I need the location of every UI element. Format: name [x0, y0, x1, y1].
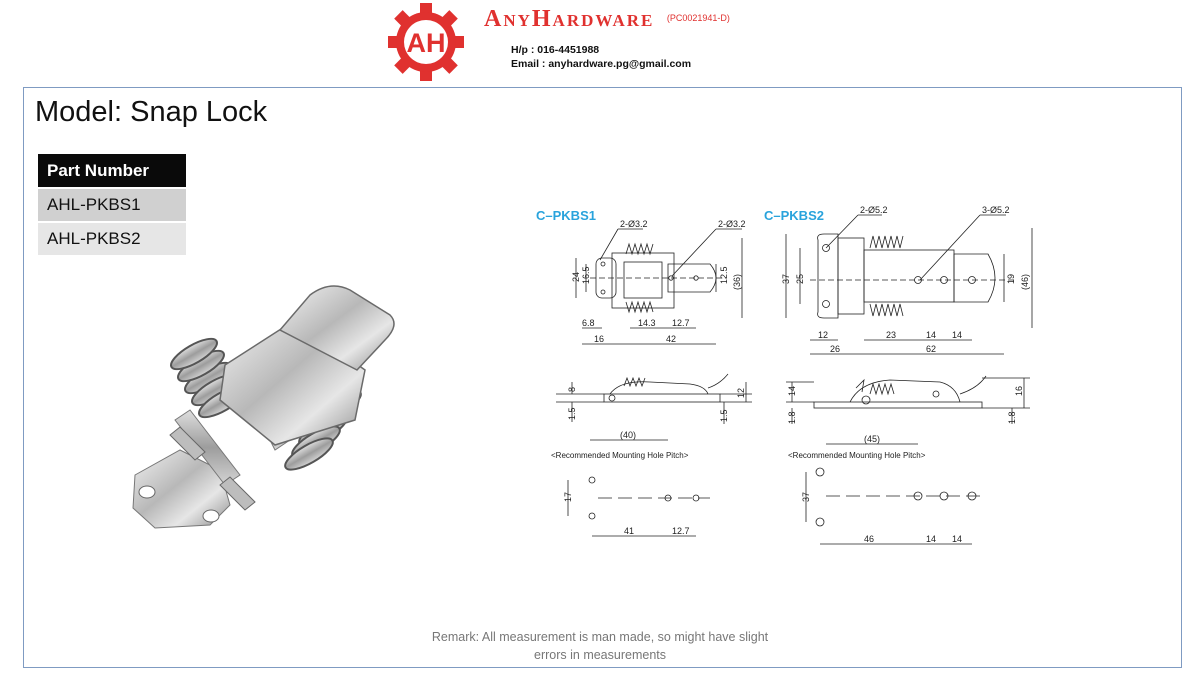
dim-label: 8 — [567, 387, 577, 392]
remark-line: Remark: All measurement is man made, so … — [431, 630, 769, 644]
dim-label: 1.8 — [1007, 411, 1017, 424]
email-address: Email : anyhardware.pg@gmail.com — [511, 58, 692, 70]
mounting-title: <Recommended Mounting Hole Pitch> — [788, 451, 926, 460]
part-number-row: AHL-PKBS2 — [38, 223, 186, 255]
dim-label: 14 — [926, 534, 936, 544]
dim-label: 14 — [926, 330, 936, 340]
dim-label: 25 — [795, 274, 805, 284]
contact-info: H/p : 016-4451988 Email : anyhardware.pg… — [511, 43, 691, 71]
dim-label: 37 — [801, 492, 811, 502]
mounting-title: <Recommended Mounting Hole Pitch> — [551, 451, 689, 460]
dim-label: 14 — [952, 330, 962, 340]
remark-line: errors in measurements — [534, 648, 666, 662]
logo-text: AH — [407, 28, 446, 58]
dim-label: 62 — [926, 344, 936, 354]
drawing-pkbs2: C–PKBS2 2-Ø5.2 3-Ø5.2 37 25 19 (46) 12 2… — [764, 205, 1033, 545]
dim-label: 14.3 — [638, 318, 656, 328]
snap-lock-photo — [132, 285, 395, 529]
pkbs1-label: C–PKBS1 — [536, 208, 596, 223]
model-title: Model: Snap Lock — [35, 96, 268, 128]
brand-name: AnyHardware — [484, 6, 655, 32]
dim-label: (46) — [1020, 274, 1030, 290]
dim-label: 46 — [864, 534, 874, 544]
dim-label: 2-Ø5.2 — [860, 205, 888, 215]
dim-label: 42 — [666, 334, 676, 344]
dim-label: 16.5 — [581, 266, 591, 284]
dim-label: 37 — [781, 274, 791, 284]
dim-label: 1.5 — [719, 409, 729, 422]
page-header: AH AnyHardware (PC0021941-D) H/p : 016-4… — [0, 0, 1200, 81]
remark-note: Remark: All measurement is man made, so … — [405, 628, 795, 664]
dim-label: 2-Ø3.2 — [718, 219, 746, 229]
dim-label: 12.7 — [672, 318, 690, 328]
dim-label: 3-Ø5.2 — [982, 205, 1010, 215]
dim-label: 12.5 — [719, 266, 729, 284]
pkbs2-label: C–PKBS2 — [764, 208, 824, 223]
company-logo: AH — [388, 3, 464, 81]
dim-label: 1.5 — [567, 407, 577, 420]
registration-number: (PC0021941-D) — [666, 13, 730, 23]
dim-label: (36) — [732, 274, 742, 290]
part-number-table: Part Number AHL-PKBS1 AHL-PKBS2 — [38, 152, 186, 257]
dim-label: 2-Ø3.2 — [620, 219, 648, 229]
dim-label: 16 — [1014, 386, 1024, 396]
content-frame — [23, 87, 1182, 668]
dim-label: 41 — [624, 526, 634, 536]
drawing-pkbs1: C–PKBS1 2-Ø3.2 2-Ø3.2 24 16.5 12.5 (36) … — [536, 208, 752, 537]
dim-label: 6.8 — [582, 318, 595, 328]
part-number-header: Part Number — [38, 154, 186, 187]
dim-label: 12 — [736, 388, 746, 398]
dim-label: 17 — [563, 492, 573, 502]
dim-label: (45) — [864, 434, 880, 444]
dim-label: 19 — [1006, 274, 1016, 284]
dim-label: 23 — [886, 330, 896, 340]
phone-number: H/p : 016-4451988 — [511, 44, 600, 56]
dim-label: 16 — [594, 334, 604, 344]
dim-label: 14 — [787, 386, 797, 396]
brand-block: AnyHardware (PC0021941-D) — [484, 6, 730, 33]
dim-label: 26 — [830, 344, 840, 354]
dim-label: 12 — [818, 330, 828, 340]
dim-label: 14 — [952, 534, 962, 544]
technical-drawings: C–PKBS1 2-Ø3.2 2-Ø3.2 24 16.5 12.5 (36) … — [536, 205, 1033, 545]
dim-label: 12.7 — [672, 526, 690, 536]
dim-label: 1.8 — [787, 411, 797, 424]
dim-label: 24 — [571, 272, 581, 282]
part-number-row: AHL-PKBS1 — [38, 189, 186, 221]
dim-label: (40) — [620, 430, 636, 440]
